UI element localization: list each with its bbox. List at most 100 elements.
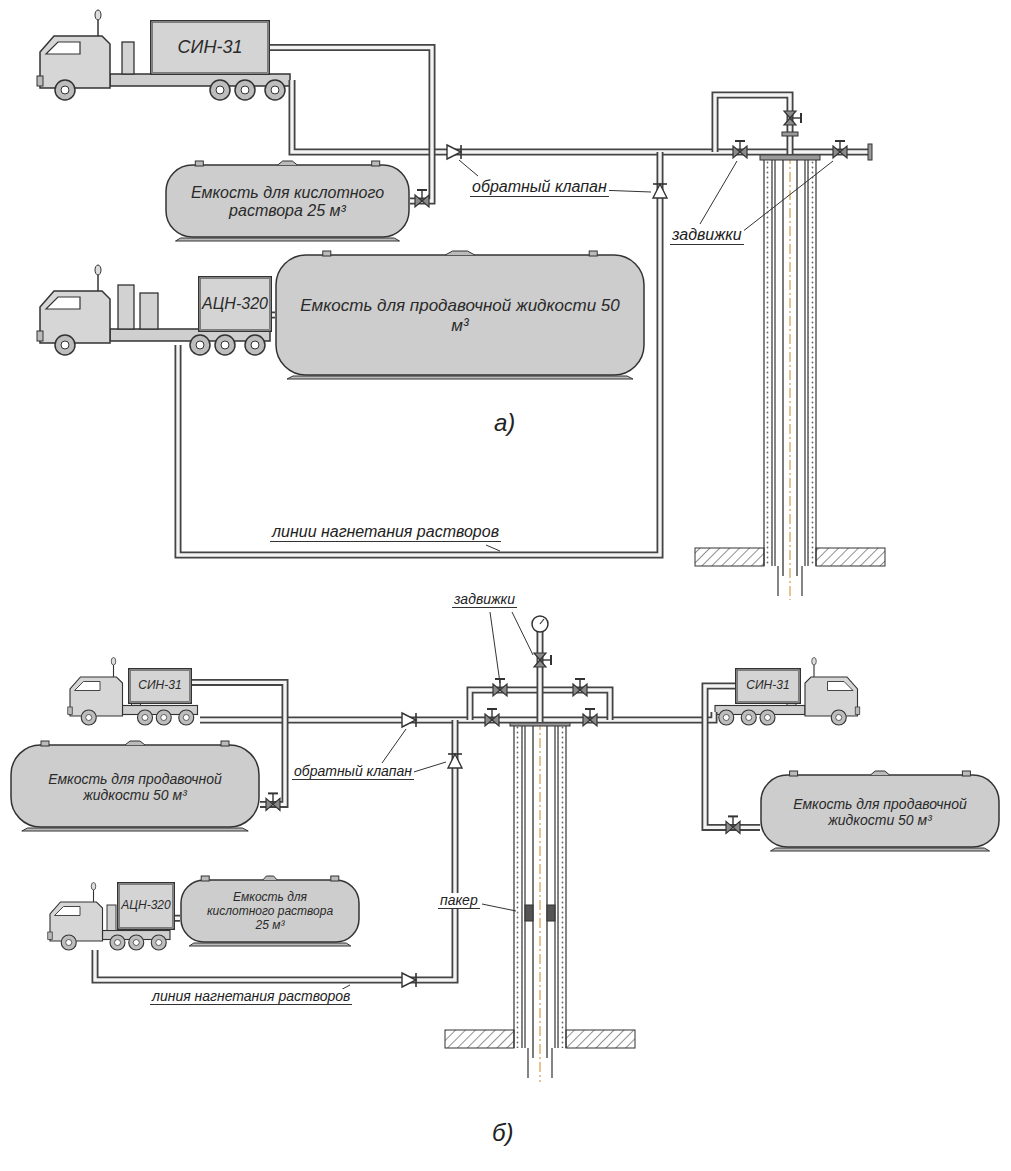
tank-label: Емкость для продавочной жидкости 50 м³ [782, 796, 978, 828]
wheel-hub [161, 715, 167, 721]
suction-pipe [705, 686, 760, 827]
pressure-gauge [532, 616, 548, 632]
gate-valve [726, 816, 740, 833]
tank-shell [181, 880, 359, 942]
check-valve-body [402, 973, 416, 987]
label-frame [201, 279, 270, 330]
valve-wheel [550, 655, 552, 665]
tank-skid [189, 943, 351, 946]
well [695, 154, 885, 600]
pump-unit [140, 293, 158, 329]
wheel [55, 335, 75, 355]
callout-label: линии нагнетания растворов [270, 523, 501, 542]
tank-label: Емкость для продавочной жидкости 50 м³ [297, 296, 623, 335]
valve-stem [272, 793, 273, 804]
wheel-hub [836, 715, 842, 721]
open-hole [801, 566, 802, 596]
storage-tank: Емкость для продавочной жидкости 50 м³ [10, 740, 260, 832]
label-frame [120, 885, 173, 928]
check-valve-body [402, 713, 416, 727]
gate-valve [266, 793, 280, 810]
check-valve-seat [415, 713, 417, 727]
exhaust-cap [812, 658, 817, 666]
node-outline [165, 160, 410, 242]
wheel-hub [746, 715, 752, 721]
wheel-hub [241, 86, 249, 94]
tank-nozzle [331, 876, 339, 881]
wheel-hub [271, 86, 279, 94]
truck-platform [110, 74, 290, 86]
gate-valve [733, 141, 747, 158]
wheel-hub [133, 940, 139, 946]
open-hole [777, 566, 778, 596]
tank-nozzle [790, 771, 798, 776]
wheel [210, 80, 230, 100]
tank-nozzle [195, 161, 203, 166]
leader-line [459, 160, 478, 176]
tubing-wall [546, 722, 547, 1058]
wheel [741, 710, 756, 725]
pump-unit-box: СИН-31 [150, 20, 270, 75]
exhaust-cap [95, 10, 101, 20]
tubing-wall [782, 156, 783, 576]
pump-unit [107, 905, 116, 931]
packer [525, 905, 533, 921]
truck-cab [40, 36, 110, 88]
valve-wheel [585, 708, 595, 710]
wheel [235, 80, 255, 100]
pump-unit [122, 42, 134, 74]
valve-stem [790, 117, 801, 118]
casing-wall [774, 160, 775, 566]
truck-chassis [37, 265, 270, 355]
wheel [55, 80, 75, 100]
bumper [48, 932, 53, 940]
casing-wall [763, 160, 764, 566]
truck-chassis [68, 658, 198, 726]
valve-stem [421, 190, 422, 201]
tank-skid [287, 376, 633, 379]
valve-stem [839, 141, 840, 152]
pump-unit-box: АЦН-320 [117, 882, 175, 930]
tank-shell [166, 165, 409, 237]
casing-wall [771, 160, 772, 566]
leader-line [490, 612, 500, 683]
wheel [110, 935, 125, 950]
casing-wall [557, 726, 558, 1048]
casing-wall [524, 726, 525, 1048]
cement-ring [514, 726, 522, 1048]
valve-wheel [835, 140, 845, 142]
label-frame [153, 23, 268, 73]
pump-unit-box: СИН-31 [128, 668, 192, 704]
leader-line [482, 904, 516, 911]
tank-shell [11, 745, 259, 827]
packer [547, 905, 555, 921]
casing-wall [807, 160, 808, 566]
pipe-bore [538, 632, 541, 722]
leader-line [486, 545, 500, 551]
tank-nozzle [323, 251, 331, 256]
valve-stem [579, 679, 580, 690]
wheel-hub [251, 341, 259, 349]
check-valve [402, 713, 416, 727]
tank-hatch [278, 161, 298, 165]
check-valve-body [448, 754, 462, 768]
storage-tank: Емкость для продавочной жидкости 50 м³ [275, 250, 645, 380]
wheel-hub [61, 86, 69, 94]
tank-hatch [263, 876, 277, 880]
exhaust-cap [91, 883, 96, 891]
casing-wall [521, 726, 522, 1048]
wheel-hub [216, 86, 224, 94]
callout-label: задвижки [670, 226, 744, 245]
gate-valve [833, 141, 847, 158]
wheel [831, 710, 846, 725]
ground [816, 548, 885, 566]
storage-tank: Емкость для кислотного раствора 25 м³ [165, 160, 410, 242]
ground [695, 548, 764, 566]
pipe-bore [292, 80, 870, 152]
wheel [190, 335, 210, 355]
bypass-line [715, 95, 790, 154]
unit-housing [151, 21, 270, 75]
unit-label: СИН-31 [746, 679, 789, 693]
casing-wall [804, 160, 805, 566]
